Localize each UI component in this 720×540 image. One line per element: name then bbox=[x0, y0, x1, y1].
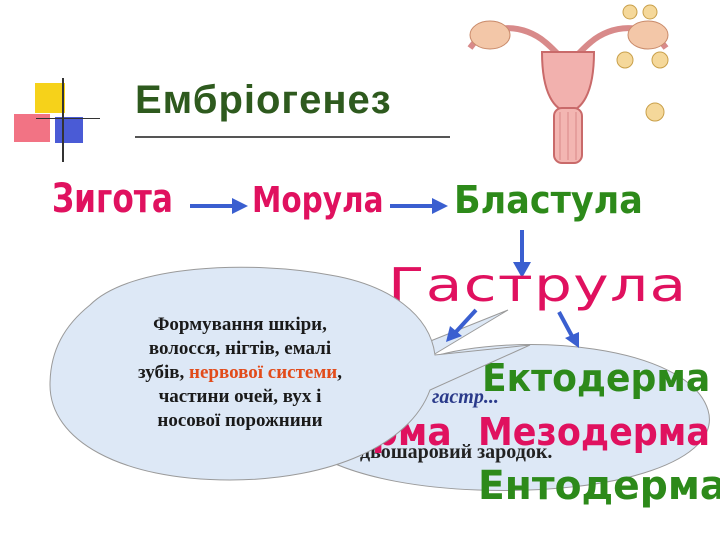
decorative-squares bbox=[0, 0, 100, 170]
callout-line-5: носової порожнини bbox=[157, 410, 323, 431]
layer-ectoderm: Ектодерма + bbox=[482, 356, 720, 400]
page-title: Ембріогенез bbox=[135, 78, 392, 122]
callout-text: Формування шкіри, волосся, нігтів, емалі… bbox=[80, 313, 400, 433]
horizontal-rule bbox=[36, 118, 100, 119]
callout-line-2: волосся, нігтів, емалі bbox=[148, 338, 332, 359]
layer-mesoderm: Мезодерма + bbox=[478, 410, 720, 454]
arrow-down-icon bbox=[513, 230, 531, 278]
arrow-down-right-icon bbox=[557, 311, 579, 348]
arrow-down-left-icon bbox=[446, 308, 478, 342]
highlight-nervous-system: нервової системи bbox=[189, 362, 338, 383]
stage-zygote: Зигота bbox=[52, 176, 173, 222]
title-underline bbox=[135, 136, 460, 138]
arrow-right-icon bbox=[190, 198, 248, 214]
yellow-square bbox=[35, 83, 65, 113]
uterus-illustration bbox=[450, 0, 690, 165]
callout-line-4: частини очей, вух і bbox=[158, 386, 322, 407]
stage-blastula: Бластула bbox=[454, 178, 643, 222]
vertical-rule bbox=[62, 78, 64, 162]
stage-gastrula: Гаструла bbox=[388, 258, 688, 312]
arrow-right-icon bbox=[390, 198, 448, 214]
hidden-bubble-line1: гастр... bbox=[432, 386, 499, 408]
hidden-bubble-line2: – двошаровий зародок. bbox=[345, 441, 553, 463]
callout-line-3: зубів, нервової системи, bbox=[137, 362, 342, 383]
callout-line-1: Формування шкіри, bbox=[153, 314, 327, 335]
stage-morula: Морула bbox=[252, 180, 384, 221]
layer-endoderm: Ентодерма bbox=[478, 463, 720, 509]
blue-square bbox=[55, 117, 83, 143]
callout-bubble bbox=[49, 266, 531, 481]
